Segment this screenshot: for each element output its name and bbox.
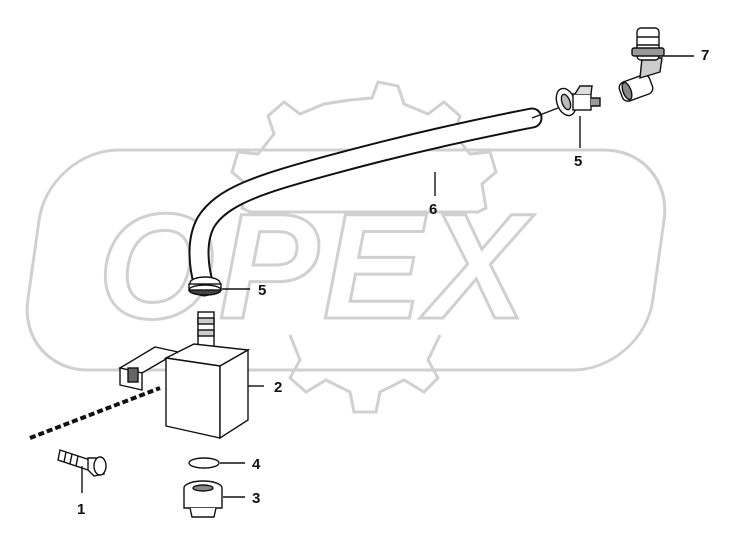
hose-clamp-lower bbox=[188, 276, 222, 296]
callout-1: 1 bbox=[77, 501, 85, 518]
callout-5-upper: 5 bbox=[574, 153, 582, 170]
callout-7: 7 bbox=[701, 47, 709, 64]
elbow-connector bbox=[618, 27, 665, 102]
reservoir bbox=[118, 311, 251, 440]
leader-lines bbox=[81, 55, 694, 498]
callouts: 1 2 3 4 5 5 6 7 bbox=[77, 47, 709, 518]
bolt bbox=[29, 386, 161, 477]
callout-3: 3 bbox=[252, 490, 260, 507]
watermark-gear-icon bbox=[230, 80, 498, 214]
watermark-text: OPEX bbox=[98, 182, 535, 350]
watermark-logo: OPEX bbox=[25, 80, 667, 414]
callout-6: 6 bbox=[429, 201, 437, 218]
hose-clamp-upper bbox=[555, 85, 601, 117]
callout-4: 4 bbox=[252, 456, 261, 473]
o-ring bbox=[188, 457, 220, 469]
hose bbox=[188, 107, 559, 297]
callout-2: 2 bbox=[274, 379, 282, 396]
plug-cap bbox=[183, 480, 223, 518]
callout-5-lower: 5 bbox=[258, 282, 266, 299]
